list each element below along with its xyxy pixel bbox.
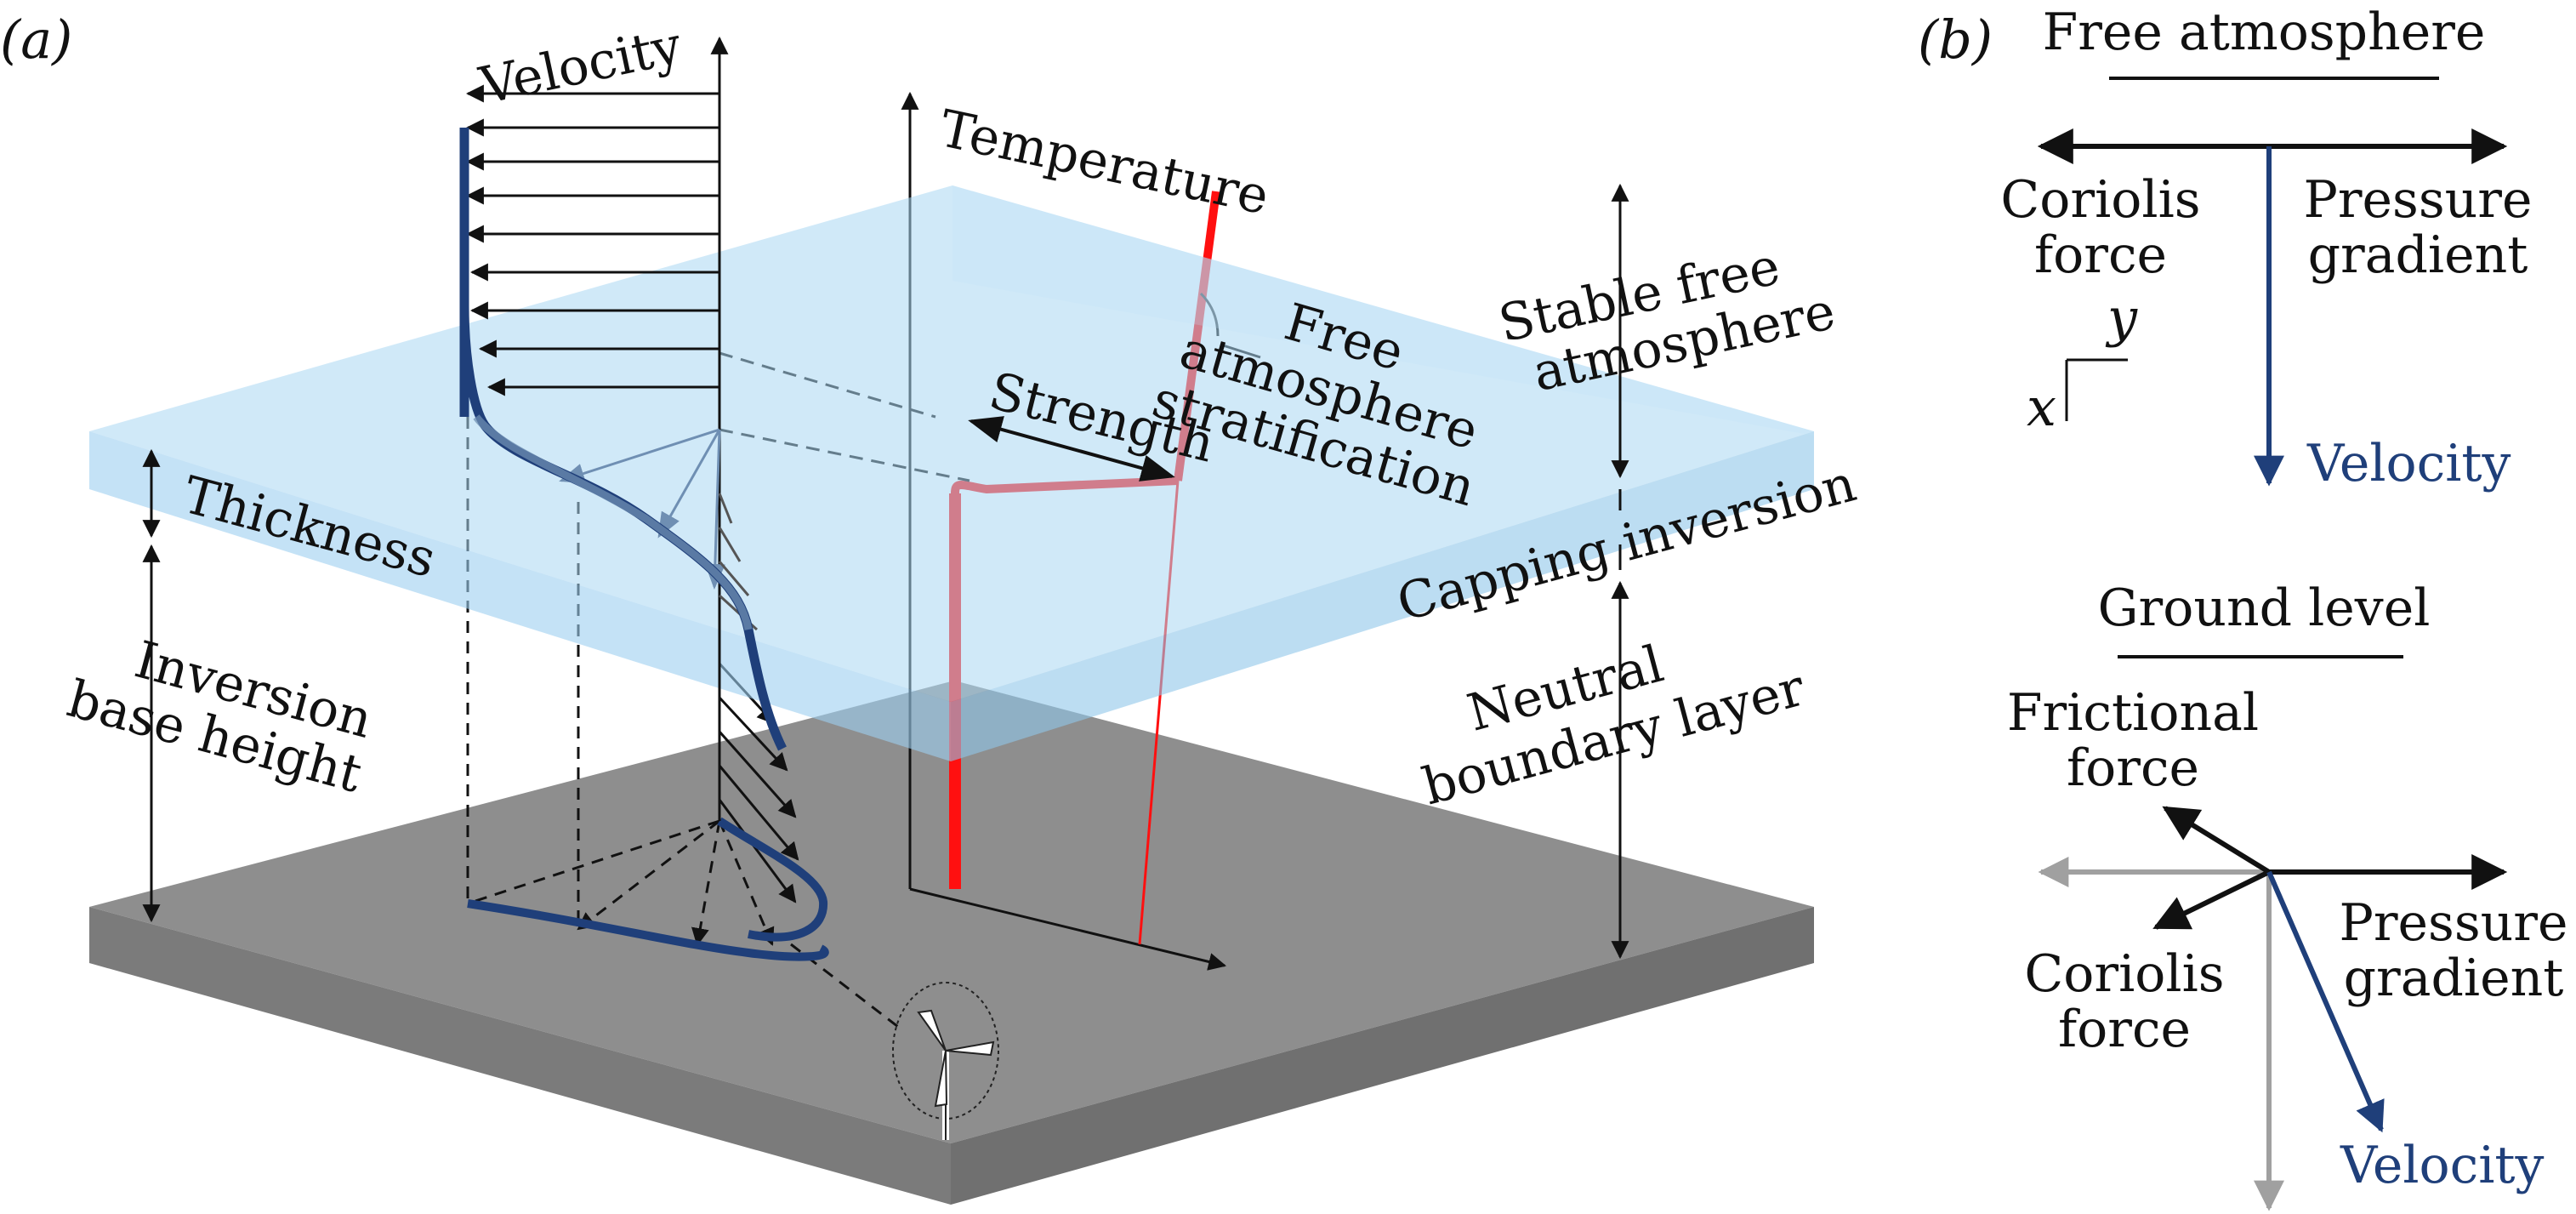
svg-text:Coriolis: Coriolis <box>2000 170 2200 230</box>
svg-text:gradient: gradient <box>2308 225 2528 285</box>
pressure-top-label: Pressure gradient <box>2304 170 2533 285</box>
velocity-arrow-bottom <box>2266 870 2385 1133</box>
velocity-bottom-label: Velocity <box>2340 1136 2545 1195</box>
svg-text:Pressure: Pressure <box>2340 893 2568 953</box>
inversion-base-label: Inversion base height <box>61 630 378 804</box>
frictional-label: Frictional force <box>2007 683 2259 798</box>
svg-text:Frictional: Frictional <box>2007 683 2259 743</box>
svg-text:force: force <box>2034 225 2167 285</box>
inversion-layer-slab <box>89 185 1814 761</box>
panel-a-label: (a) <box>0 9 72 71</box>
coriolis-bottom-label: Coriolis force <box>2024 944 2224 1059</box>
free-atmosphere-title: Free atmosphere <box>2043 3 2486 62</box>
svg-text:Coriolis: Coriolis <box>2024 944 2224 1004</box>
velocity-label: Velocity <box>475 15 687 116</box>
stable-free-label: Stable free atmosphere <box>1493 237 1840 403</box>
coriolis-top-label: Coriolis force <box>2000 170 2200 285</box>
velocity-top-label: Velocity <box>2306 434 2511 493</box>
velocity-profile <box>459 36 787 821</box>
pressure-bottom-label: Pressure gradient <box>2340 893 2568 1008</box>
friction-arrow <box>2162 806 2271 875</box>
svg-text:x: x <box>2027 376 2056 438</box>
strength-arrow <box>968 416 1175 482</box>
wind-turbine-icon <box>892 982 999 1140</box>
svg-text:Pressure: Pressure <box>2304 170 2533 230</box>
panel-b: (b) Free atmosphere Coriolis force Press… <box>1918 3 2568 1211</box>
ground-level-title: Ground level <box>2098 579 2431 638</box>
panel-a: (a) <box>0 9 1862 1205</box>
panel-b-label: (b) <box>1918 9 1993 71</box>
svg-text:y: y <box>2105 287 2138 349</box>
svg-text:force: force <box>2067 738 2199 798</box>
ground-slab <box>89 681 1814 1205</box>
svg-text:gradient: gradient <box>2344 949 2564 1008</box>
axes-icon: y x <box>2027 287 2138 438</box>
coriolis-arrow-bottom <box>2152 869 2271 930</box>
svg-text:force: force <box>2058 1000 2191 1059</box>
neutral-bl-label: Neutral boundary layer <box>1417 634 1811 817</box>
